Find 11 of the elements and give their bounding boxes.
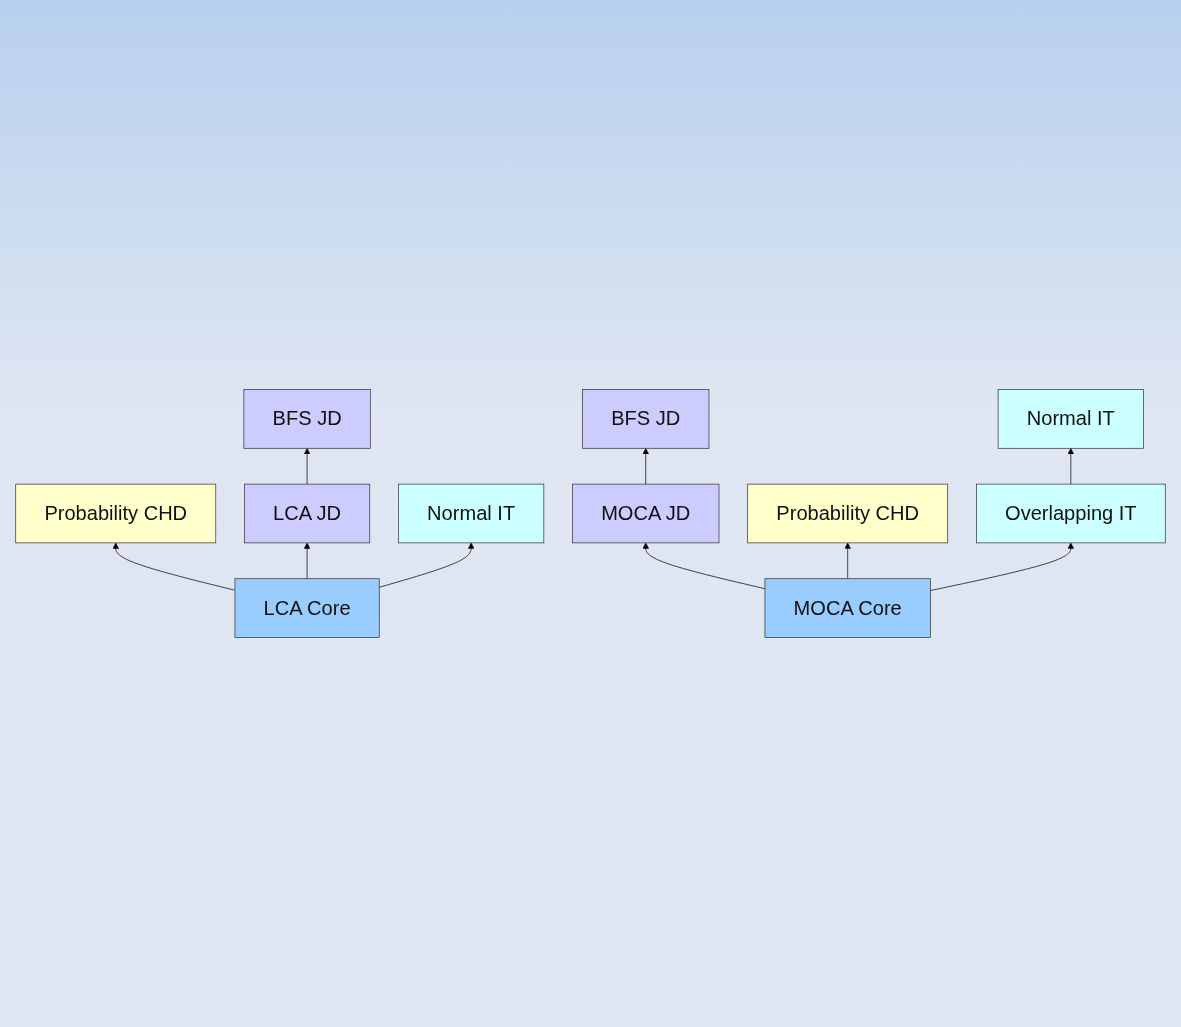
node-box: Normal IT	[997, 389, 1144, 449]
node-box: LCA JD	[244, 483, 371, 544]
node-box: BFS JD	[243, 389, 371, 449]
node-box: Overlapping IT	[976, 483, 1166, 544]
node-box: MOCA Core	[764, 578, 931, 638]
node-box: BFS JD	[582, 389, 710, 449]
node-box: MOCA JD	[572, 483, 720, 544]
node-box: Normal IT	[398, 483, 545, 544]
node-box: Probability CHD	[15, 483, 217, 544]
node-box: LCA Core	[234, 578, 380, 638]
node-box: Probability CHD	[747, 483, 949, 544]
